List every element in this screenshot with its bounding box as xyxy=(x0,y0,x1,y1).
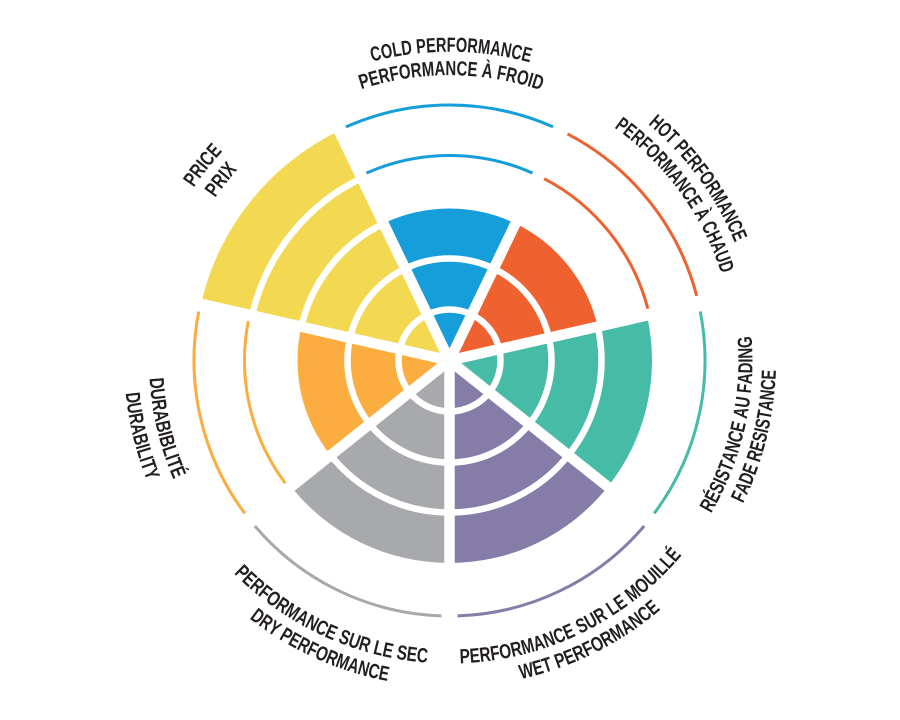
svg-text:S: S xyxy=(395,641,409,665)
svg-text:I: I xyxy=(131,441,154,451)
svg-text:P: P xyxy=(459,645,470,668)
svg-text:E: E xyxy=(757,369,780,380)
svg-text:U: U xyxy=(146,387,170,401)
svg-text:E: E xyxy=(726,419,750,434)
svg-text:C: C xyxy=(509,40,524,65)
svg-text:R: R xyxy=(508,637,524,662)
svg-text:D: D xyxy=(400,36,414,60)
svg-text:C: C xyxy=(456,57,468,80)
svg-text:B: B xyxy=(151,418,176,434)
svg-text:E: E xyxy=(467,57,479,81)
svg-text:O: O xyxy=(379,39,395,64)
svg-text:F: F xyxy=(388,62,401,86)
svg-text:L: L xyxy=(390,37,403,61)
svg-text:E: E xyxy=(381,638,396,662)
svg-text:F: F xyxy=(447,33,456,56)
svg-text:O: O xyxy=(497,639,513,663)
svg-text:A: A xyxy=(126,421,151,437)
svg-text:R: R xyxy=(376,63,392,88)
svg-text:C: C xyxy=(366,659,382,684)
svg-text:R: R xyxy=(124,411,148,426)
svg-text:S: S xyxy=(751,417,776,431)
svg-text:N: N xyxy=(755,388,779,401)
svg-text:A: A xyxy=(733,372,756,384)
svg-text:N: N xyxy=(734,348,757,359)
svg-text:O: O xyxy=(397,60,412,84)
svg-text:À: À xyxy=(481,58,495,83)
svg-text:I: I xyxy=(154,429,177,439)
svg-text:O: O xyxy=(455,33,467,56)
svg-text:F: F xyxy=(733,383,757,394)
svg-text:M: M xyxy=(477,35,492,59)
svg-text:I: I xyxy=(734,358,757,362)
svg-text:O: O xyxy=(514,65,531,90)
svg-text:A: A xyxy=(434,57,446,80)
svg-text:A: A xyxy=(729,405,753,420)
svg-text:W: W xyxy=(517,658,537,684)
svg-text:E: E xyxy=(425,34,436,58)
svg-text:T: T xyxy=(752,408,776,421)
svg-text:M: M xyxy=(421,57,435,81)
svg-text:E: E xyxy=(469,644,481,667)
svg-text:I: I xyxy=(750,426,773,435)
svg-text:R: R xyxy=(436,33,447,56)
svg-text:M: M xyxy=(518,634,536,659)
svg-text:R: R xyxy=(467,34,479,58)
svg-text:R: R xyxy=(409,58,422,82)
svg-text:I: I xyxy=(525,68,535,91)
svg-text:F: F xyxy=(495,61,508,85)
svg-text:E: E xyxy=(377,661,391,685)
svg-text:R: R xyxy=(478,643,492,667)
svg-text:D: D xyxy=(734,362,757,373)
svg-text:E: E xyxy=(405,642,418,666)
svg-text:U: U xyxy=(122,401,146,415)
svg-text:A: A xyxy=(754,398,778,412)
svg-text:I: I xyxy=(135,453,158,464)
svg-text:R: R xyxy=(504,63,519,88)
svg-text:A: A xyxy=(149,408,173,423)
svg-text:I: I xyxy=(161,451,184,462)
svg-text:G: G xyxy=(733,336,756,349)
svg-text:U: U xyxy=(731,395,755,409)
svg-text:R: R xyxy=(147,398,171,412)
svg-text:D: D xyxy=(121,391,145,404)
svg-text:C: C xyxy=(416,644,429,668)
svg-text:A: A xyxy=(489,36,503,60)
svg-text:F: F xyxy=(489,641,502,665)
svg-text:D: D xyxy=(145,377,168,390)
svg-text:C: C xyxy=(756,378,780,390)
svg-text:N: N xyxy=(499,38,514,63)
svg-text:N: N xyxy=(445,57,456,80)
svg-text:P: P xyxy=(415,34,427,58)
